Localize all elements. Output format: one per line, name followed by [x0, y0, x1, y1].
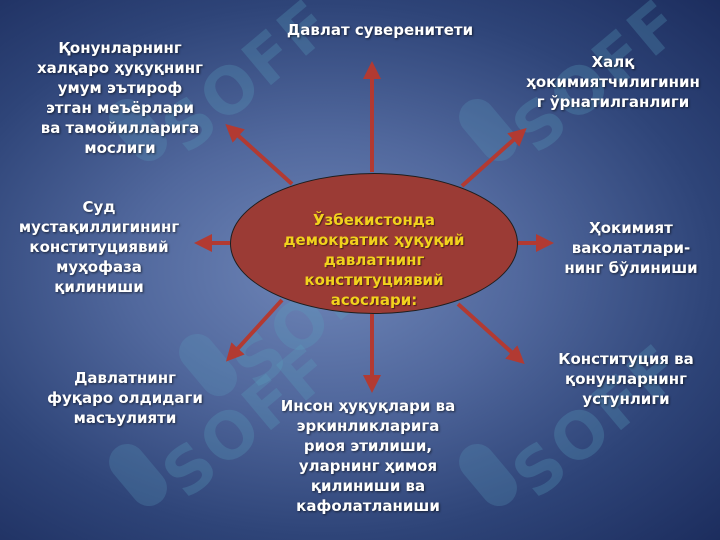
node-right: Ҳокимият ваколатлари- нинг бўлиниши [564, 219, 698, 277]
arrow-up-right [460, 127, 527, 188]
node-bottom: Инсон ҳуқуқлари ва эркинликларига риоя э… [280, 397, 456, 515]
node-top-right: Халқ ҳокимиятчилигинин г ўрнатилганлиги [526, 53, 700, 111]
node-top: Давлат суверенитети [286, 21, 474, 39]
node-left: Суд мустақиллигининг конституциявий муҳо… [18, 198, 180, 296]
center-title: Ўзбекистонда демократик ҳуқуқий давлатни… [283, 211, 465, 309]
arrow-down-right [456, 302, 525, 365]
node-top-left: Қонунларнинг халқаро ҳуқуқнинг умум эъти… [36, 39, 204, 157]
node-bottom-right: Конституция ва қонунларнинг устунлиги [558, 350, 694, 408]
node-bottom-left: Давлатнинг фуқаро олдидаги масъулияти [47, 369, 203, 427]
arrow-up-left [225, 123, 294, 186]
arrow-down-left [225, 298, 284, 362]
center-ellipse [230, 173, 518, 314]
